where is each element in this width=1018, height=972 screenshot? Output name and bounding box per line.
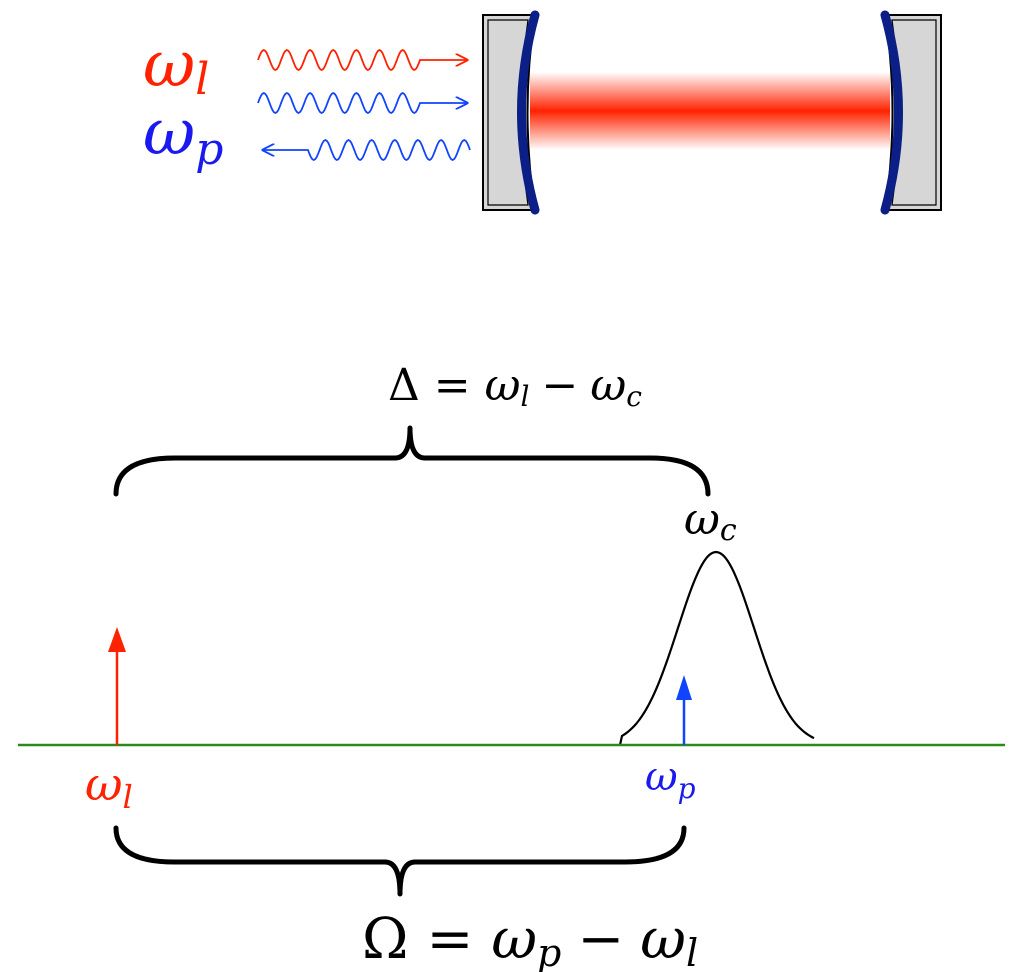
probe-tick-label: ωp: [645, 754, 696, 805]
detuning-label: Δ=ωl−ωc: [388, 360, 642, 413]
frequency-spectrum: Δ=ωl−ωc ωc ωl ωp Ω=ωp−ωl: [18, 360, 1005, 972]
left-mirror: [482, 10, 540, 215]
probe-frequency-arrow: [676, 675, 692, 745]
cavity-probe-label: ωp: [143, 96, 223, 175]
detuning-brace: [113, 425, 711, 497]
laser-wave-arrow: [257, 48, 467, 72]
omega-brace: [113, 825, 687, 897]
omega-label: Ω=ωp−ωl: [362, 907, 698, 972]
optical-cavity: ωl ωp: [143, 10, 942, 215]
probe-wave-arrow-in: [257, 91, 467, 115]
right-mirror-coating: [880, 10, 903, 215]
cavity-laser-label: ωl: [143, 28, 209, 105]
laser-tick-label: ωl: [85, 757, 133, 816]
right-mirror: [880, 10, 942, 215]
cavity-resonance-curve: [618, 550, 815, 746]
intracavity-beam: [530, 72, 890, 150]
left-mirror-coating: [517, 10, 540, 215]
cavity-mode-label: ωc: [684, 494, 737, 548]
laser-frequency-arrow: [108, 627, 126, 745]
probe-wave-arrow-out: [263, 138, 471, 162]
